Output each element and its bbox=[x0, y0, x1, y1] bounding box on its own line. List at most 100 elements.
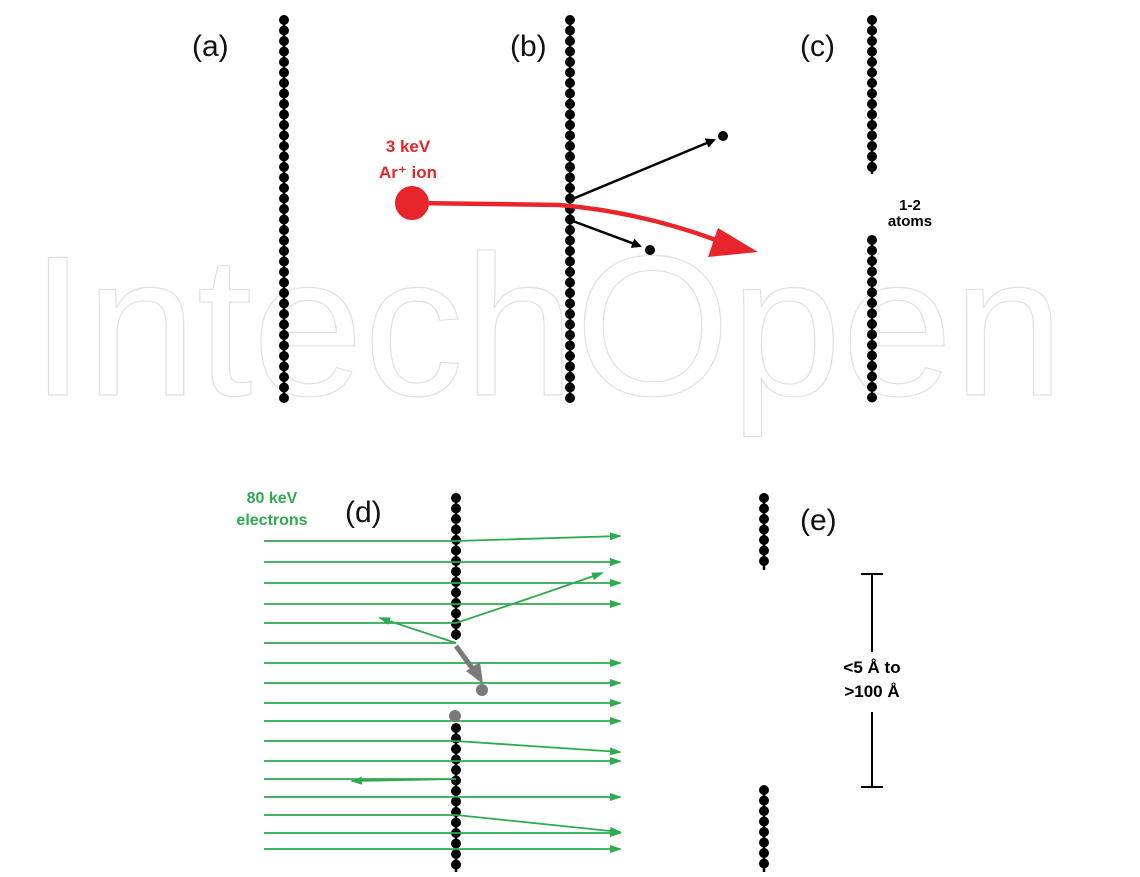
displaced-atom-dot bbox=[476, 684, 488, 696]
atom bbox=[867, 350, 877, 361]
atom bbox=[279, 57, 289, 67]
atom bbox=[279, 277, 289, 288]
atom bbox=[759, 837, 769, 848]
atom bbox=[565, 330, 575, 340]
atom bbox=[867, 256, 877, 266]
atom-chain-e-lower bbox=[759, 785, 769, 872]
atom bbox=[451, 493, 461, 503]
atom bbox=[565, 246, 575, 256]
atom bbox=[867, 287, 877, 298]
atom bbox=[279, 340, 289, 351]
electron-beam bbox=[264, 532, 622, 542]
hole-size-min-label: <5 Å to bbox=[843, 658, 900, 677]
atom bbox=[451, 514, 461, 524]
atom bbox=[451, 723, 461, 733]
atom bbox=[867, 277, 877, 287]
atom bbox=[279, 246, 289, 256]
atom bbox=[451, 796, 461, 807]
electron-energy-label: 80 keV bbox=[247, 490, 298, 507]
atom bbox=[565, 225, 575, 235]
atom bbox=[279, 67, 289, 78]
atom bbox=[451, 577, 461, 587]
atom bbox=[867, 382, 877, 392]
atom bbox=[279, 120, 289, 130]
recoil-arrows bbox=[569, 131, 728, 255]
atom bbox=[867, 25, 877, 36]
ion-path bbox=[411, 200, 717, 243]
atom bbox=[867, 308, 877, 319]
atom bbox=[451, 744, 461, 754]
atom bbox=[279, 183, 289, 193]
electron-beam bbox=[264, 617, 457, 644]
atom bbox=[451, 775, 461, 786]
atom bbox=[279, 88, 289, 99]
vacancy-atom-dot bbox=[449, 710, 461, 722]
atom bbox=[279, 193, 289, 204]
atom bbox=[279, 78, 289, 88]
atom bbox=[759, 785, 769, 795]
atom bbox=[867, 329, 877, 340]
atom bbox=[565, 319, 575, 330]
atom bbox=[565, 393, 575, 403]
atom bbox=[867, 298, 877, 308]
displacement-arrowhead bbox=[466, 662, 483, 684]
atom bbox=[759, 524, 769, 535]
atom bbox=[867, 120, 877, 130]
atom bbox=[451, 754, 461, 765]
atom bbox=[451, 556, 461, 566]
atom bbox=[451, 608, 461, 619]
hole-size-bar bbox=[861, 573, 883, 788]
atom bbox=[565, 288, 575, 298]
atom bbox=[279, 172, 289, 183]
watermark: IntechOpen bbox=[29, 214, 1064, 438]
atom-chain-b bbox=[565, 15, 575, 403]
atom bbox=[565, 15, 575, 25]
atom bbox=[565, 351, 575, 361]
atom bbox=[867, 162, 877, 172]
atom bbox=[451, 598, 461, 608]
atom bbox=[279, 235, 289, 246]
atom bbox=[279, 372, 289, 382]
atom bbox=[759, 827, 769, 837]
ion-arrowhead bbox=[708, 228, 758, 257]
atom bbox=[279, 204, 289, 214]
atom bbox=[451, 629, 461, 640]
atom bbox=[451, 503, 461, 514]
atom bbox=[867, 36, 877, 46]
atom bbox=[867, 88, 877, 99]
panel-label-d: (d) bbox=[345, 496, 382, 529]
atom bbox=[565, 99, 575, 109]
atom bbox=[565, 109, 575, 120]
atom bbox=[279, 256, 289, 267]
atom bbox=[565, 267, 575, 277]
atom bbox=[279, 309, 289, 319]
atom bbox=[451, 838, 461, 849]
atom bbox=[759, 514, 769, 524]
atom bbox=[565, 183, 575, 193]
atom-chain-c-upper bbox=[867, 15, 877, 174]
atom bbox=[565, 372, 575, 382]
gap-count-label: 1-2 bbox=[899, 197, 921, 214]
atom bbox=[759, 858, 769, 869]
atom bbox=[565, 67, 575, 78]
atom bbox=[565, 298, 575, 309]
atom bbox=[565, 361, 575, 372]
atom bbox=[565, 235, 575, 246]
atom bbox=[279, 351, 289, 361]
atom bbox=[867, 46, 877, 57]
atom bbox=[759, 556, 769, 566]
atom bbox=[565, 88, 575, 99]
atom bbox=[759, 816, 769, 827]
atom bbox=[759, 545, 769, 556]
panel-label-e: (e) bbox=[800, 504, 837, 537]
panel-label-a: (a) bbox=[192, 30, 229, 63]
atom bbox=[279, 288, 289, 298]
atom bbox=[565, 25, 575, 36]
electron-beams bbox=[264, 532, 622, 853]
atom bbox=[279, 267, 289, 277]
atom bbox=[279, 330, 289, 340]
atom bbox=[867, 361, 877, 371]
atom bbox=[279, 382, 289, 393]
electron-type-label: electrons bbox=[236, 512, 307, 529]
atom bbox=[451, 849, 461, 859]
